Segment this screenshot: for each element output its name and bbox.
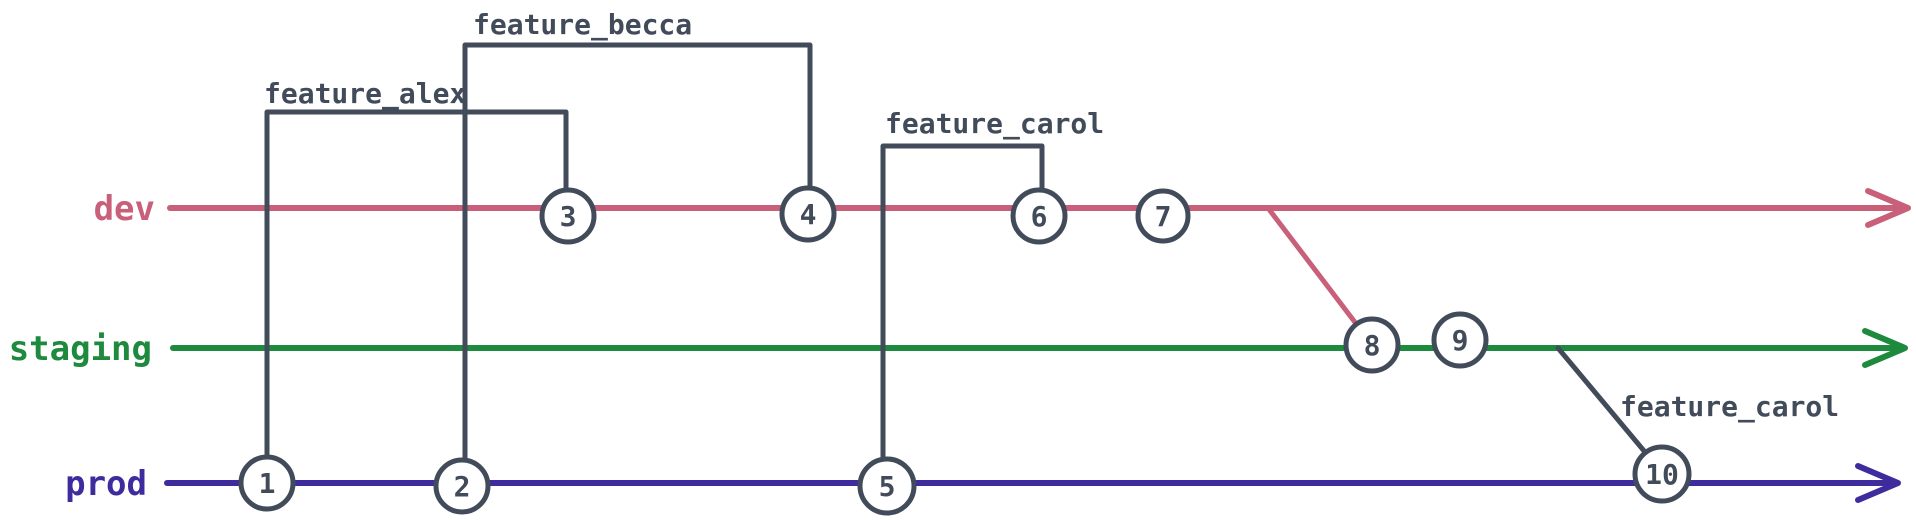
- feature-branch-path-feature_carol_to_dev: [880, 143, 1045, 489]
- arrow-right-icon-dev: [1865, 188, 1911, 228]
- commit-node-2: 2: [433, 457, 491, 515]
- commit-number-2: 2: [454, 470, 471, 503]
- commit-node-1: 1: [238, 454, 296, 512]
- commit-number-1: 1: [259, 467, 276, 500]
- feature-branch-path-feature_alex: [264, 109, 569, 486]
- arrow-right-icon-staging: [1862, 328, 1908, 368]
- branch-label-staging: staging: [9, 329, 152, 369]
- commit-circle-2: [433, 457, 491, 515]
- feature-branch-path-feature_becca: [462, 42, 813, 489]
- branch-label-prod: prod: [65, 464, 147, 504]
- feature-branch-label-feature_carol_to_dev: feature_carol: [885, 107, 1104, 140]
- commit-node-5: 5: [857, 456, 917, 516]
- feature-branch-path-feature_carol_to_prod: [1555, 345, 1663, 473]
- commit-node-10: 10: [1632, 444, 1692, 504]
- commit-number-7: 7: [1155, 200, 1172, 233]
- commit-circle-9: [1431, 311, 1489, 369]
- commit-node-4: 4: [779, 185, 837, 243]
- commit-node-7: 7: [1135, 188, 1191, 244]
- commit-node-8: 8: [1343, 316, 1401, 374]
- commit-number-4: 4: [800, 198, 817, 231]
- commit-number-3: 3: [560, 200, 577, 233]
- commit-circle-3: [539, 187, 597, 245]
- commit-number-6: 6: [1031, 200, 1048, 233]
- arrow-right-icon-prod: [1855, 463, 1901, 503]
- commit-number-9: 9: [1452, 324, 1469, 357]
- commit-circle-6: [1010, 187, 1068, 245]
- commit-number-10: 10: [1645, 458, 1679, 491]
- feature-branch-label-feature_becca: feature_becca: [473, 8, 692, 41]
- commit-circle-1: [238, 454, 296, 512]
- feature-branch-label-feature_alex: feature_alex: [264, 77, 466, 110]
- commit-number-5: 5: [879, 470, 896, 503]
- commit-node-6: 6: [1010, 187, 1068, 245]
- commit-circle-10: [1632, 444, 1692, 504]
- branch-label-dev: dev: [94, 189, 155, 229]
- commit-node-3: 3: [539, 187, 597, 245]
- feature-branch-path-dev_merge_to_staging: [1265, 205, 1373, 345]
- commit-circle-7: [1135, 188, 1191, 244]
- commit-circle-4: [779, 185, 837, 243]
- commit-circle-5: [857, 456, 917, 516]
- commit-number-8: 8: [1364, 329, 1381, 362]
- commit-circle-8: [1343, 316, 1401, 374]
- feature-branch-label-feature_carol_to_prod: feature_carol: [1620, 390, 1839, 423]
- commit-node-9: 9: [1431, 311, 1489, 369]
